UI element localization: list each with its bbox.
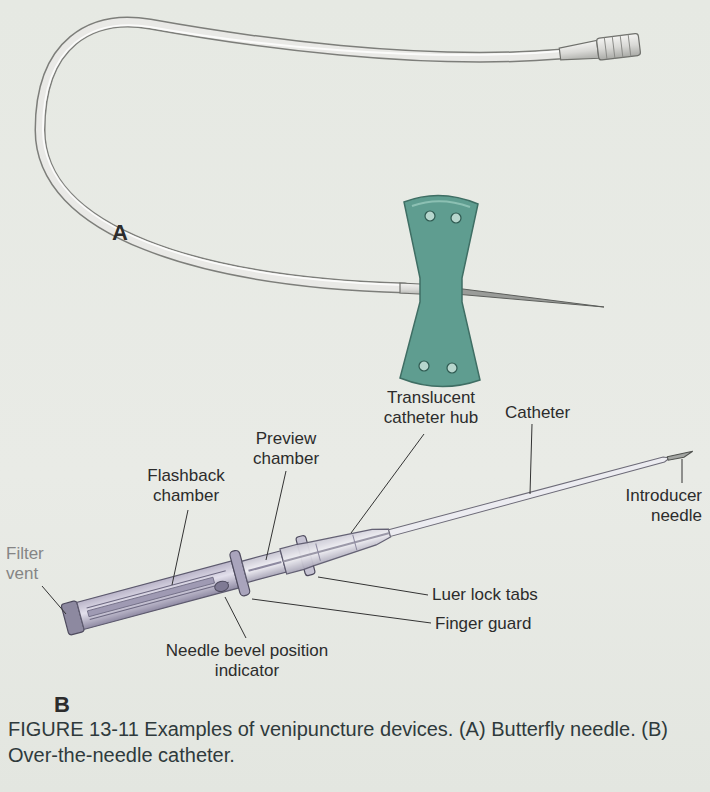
part-label: Catheter (505, 403, 570, 423)
leader-lines (42, 424, 682, 638)
part-label: Luer lock tabs (432, 585, 538, 605)
butterfly-tubing (40, 22, 562, 288)
part-label: Finger guard (435, 614, 531, 634)
part-label: Preview chamber (240, 429, 332, 468)
over-the-needle-catheter (59, 430, 699, 643)
luer-connector (559, 33, 641, 65)
figure-caption: FIGURE 13-11 Examples of venipuncture de… (8, 716, 698, 768)
butterfly-wings (400, 195, 480, 386)
panel-letter: A (112, 220, 128, 245)
panel-letter: B (54, 692, 70, 717)
part-label: Flashback chamber (136, 466, 236, 505)
part-label: Introducer needle (604, 486, 702, 525)
part-label: Needle bevel position indicator (156, 641, 338, 680)
part-label: Filter vent (6, 544, 70, 583)
part-label: Translucent catheter hub (372, 388, 490, 427)
